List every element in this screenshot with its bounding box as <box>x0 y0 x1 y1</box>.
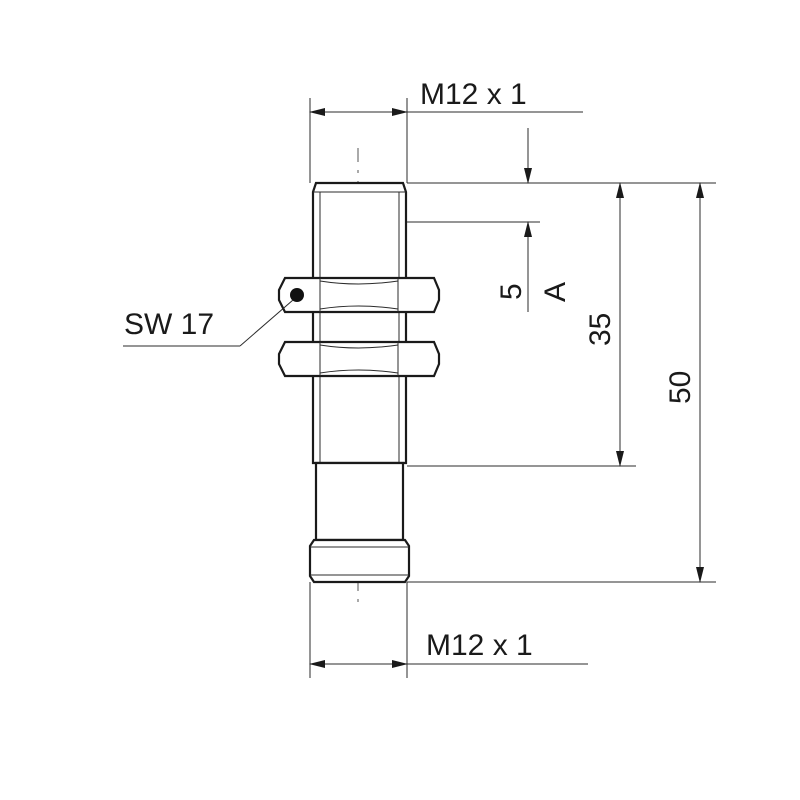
dimension-top-thread <box>309 98 583 183</box>
dimension-total-length <box>407 182 716 583</box>
thread-bottom-label: M12 x 1 <box>426 629 533 662</box>
sensing-gap-ref: A <box>539 282 572 302</box>
lower-hex-nut <box>277 340 441 378</box>
upper-hex-nut <box>277 276 441 314</box>
led-indicator-icon <box>290 288 304 302</box>
total-length-label: 50 <box>664 371 697 404</box>
threaded-housing <box>311 181 408 465</box>
thread-length-label: 35 <box>584 313 617 346</box>
connector-neck <box>314 461 405 542</box>
wrench-size-label: SW 17 <box>124 308 214 341</box>
connector-thread <box>308 538 411 584</box>
sensing-gap-value: 5 <box>495 283 528 300</box>
wrench-size-leader <box>123 299 294 347</box>
thread-top-label: M12 x 1 <box>420 78 527 111</box>
dimension-bottom-thread <box>309 582 588 678</box>
